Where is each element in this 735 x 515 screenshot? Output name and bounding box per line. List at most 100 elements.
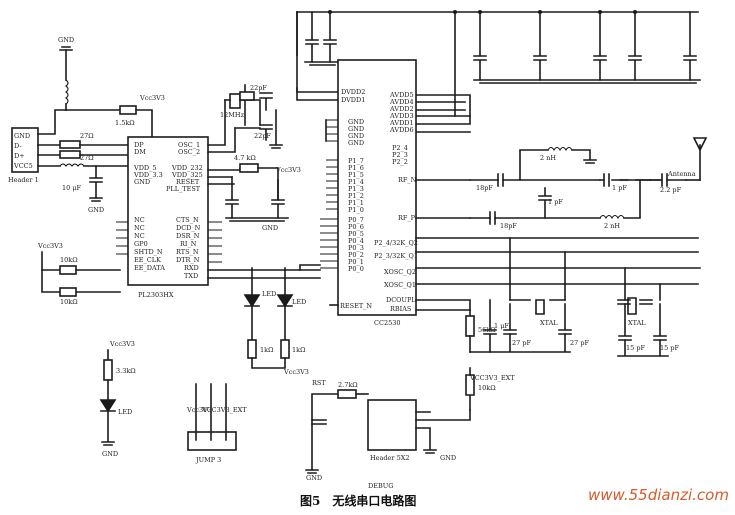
cc-l-16: P0_3 bbox=[348, 244, 364, 252]
c-15p-label-1: 15 pF bbox=[626, 344, 645, 352]
cc-r-8: P2_3/32K_Q1 bbox=[374, 252, 418, 260]
pl-left-5: GND bbox=[134, 178, 150, 186]
pl2303-name: PL2303HX bbox=[138, 291, 174, 299]
cc-l-7: P1_4 bbox=[348, 178, 364, 186]
header1-pin-dm: D- bbox=[14, 142, 22, 150]
vcc-ext-label: VCC3V3_EXT bbox=[469, 374, 515, 382]
pl-right-9: DCD_N bbox=[176, 224, 201, 232]
r-27a-label: 27Ω bbox=[80, 132, 94, 140]
pl2303-chip: DP DM VDD_5 VDD_3.3 GND NC NC NC GP0 SHT… bbox=[116, 136, 222, 299]
cc-r-10: XOSC_Q1 bbox=[384, 281, 416, 289]
usb-gnd: GND Vcc3V3 1.5kΩ bbox=[58, 36, 165, 143]
cc-l-18: P0_1 bbox=[348, 258, 364, 266]
r-33k-label: 3.3kΩ bbox=[116, 367, 136, 375]
pl-right-6: PLL_TEST bbox=[166, 185, 201, 193]
power-led: Vcc3V3 3.3kΩ LED GND bbox=[99, 340, 136, 458]
pl-left-0: DP bbox=[134, 141, 144, 149]
c-18p-label: 18pF bbox=[476, 184, 493, 192]
cc-l-19: P0_0 bbox=[348, 265, 364, 273]
gnd-label-pl: GND bbox=[262, 224, 278, 232]
pl-right-1: OSC_2 bbox=[178, 148, 200, 156]
cc-rt-5: AVDD6 bbox=[389, 126, 414, 134]
cc-l-10: P1_1 bbox=[348, 199, 364, 207]
cc-l-17: P0_2 bbox=[348, 251, 364, 259]
c-2p2-label: 2.2 pF bbox=[660, 186, 682, 194]
cc-rt-1: AVDD4 bbox=[389, 98, 414, 106]
c-15p-label-2: 15 pF bbox=[660, 344, 679, 352]
cc-l-6: P1_5 bbox=[348, 171, 364, 179]
pl-right-11: RI_N bbox=[180, 240, 197, 248]
pl-right-15: TXD bbox=[184, 272, 198, 280]
vcc-label-1: Vcc3V3 bbox=[139, 94, 165, 102]
cc-rt-2: AVDD2 bbox=[389, 105, 414, 113]
r-4k7-label: 4.7 kΩ bbox=[234, 154, 256, 162]
xtal-label-1: XTAL bbox=[540, 319, 558, 327]
cc-l-11: P1_0 bbox=[348, 206, 364, 214]
debug-header-label: Header 5X2 bbox=[370, 454, 409, 462]
cc-r-5: RF_N bbox=[398, 176, 417, 184]
r-10k-label-3: 10kΩ bbox=[478, 384, 496, 392]
pl-left-9: NC bbox=[134, 232, 145, 240]
cc-l-9: P1_2 bbox=[348, 192, 364, 200]
c-18p-label-2: 18pF bbox=[500, 222, 517, 230]
pl-left-4: VDD_3.3 bbox=[133, 171, 163, 179]
cc-l-15: P0_4 bbox=[348, 237, 364, 245]
l-2n-label-2: 2 nH bbox=[604, 222, 620, 230]
crystal-network: XTAL 15 pF 15 pF XTAL 27 pF 27 pF 1 μF 5… bbox=[415, 237, 701, 357]
status-leds: LED LED 1kΩ 1kΩ Vcc3V3 bbox=[243, 267, 309, 376]
pl-right-5: RESET bbox=[176, 178, 200, 186]
pl-left-11: SHTD_N bbox=[134, 248, 163, 256]
cc-r-7: P2_4/32K_Q2 bbox=[374, 239, 418, 247]
l-2n-label-1: 2 nH bbox=[540, 154, 556, 162]
cc2530-chip: DVDD2 DVDD1 AVDD5 AVDD4 AVDD2 AVDD3 AVDD… bbox=[320, 59, 418, 327]
pl-left-10: GP0 bbox=[134, 240, 148, 248]
header1-pin-vcc: VCC5 bbox=[13, 162, 33, 170]
pl-right-4: VDD_325 bbox=[171, 171, 203, 179]
cc-l-12: P0_7 bbox=[348, 216, 364, 224]
gnd-top-label: GND bbox=[58, 36, 74, 44]
pl-right-8: CTS_N bbox=[176, 216, 199, 224]
vcc-label-3: Vcc3V3 bbox=[37, 242, 63, 250]
cc-r-9: XOSC_Q2 bbox=[384, 268, 416, 276]
pl-right-3: VDD_232 bbox=[171, 164, 203, 172]
jumper: JUMP 3 Vcc3V3 VCC3V3_EXT bbox=[186, 383, 247, 464]
vcc-label-4: Vcc3V3 bbox=[283, 368, 309, 376]
c-1p-label-2: 1 pF bbox=[548, 198, 563, 206]
pl-right-13: DTR_N bbox=[176, 256, 200, 264]
cc2530-name: CC2530 bbox=[374, 319, 401, 327]
power-rail bbox=[296, 10, 701, 133]
rst-label: RST bbox=[312, 379, 326, 387]
xtal-label-2: XTAL bbox=[628, 319, 646, 327]
header1-pin-dp: D+ bbox=[14, 152, 25, 160]
cc-r-1: P2_3 bbox=[392, 151, 408, 159]
led-label-2: LED bbox=[292, 298, 306, 306]
c-22p-label-2: 22pF bbox=[254, 132, 271, 140]
gnd-label-led: GND bbox=[102, 450, 118, 458]
cc-r-12: RBIAS bbox=[390, 305, 411, 313]
r-56k-label: 56kΩ bbox=[478, 326, 496, 334]
gnd-label-debug: GND bbox=[440, 454, 456, 462]
pl-left-8: NC bbox=[134, 224, 145, 232]
r-2k7-label: 2.7kΩ bbox=[338, 381, 358, 389]
cc-l-4: P1_7 bbox=[348, 157, 364, 165]
c-1p-label-1: 1 pF bbox=[612, 184, 627, 192]
debug-label: DEBUG bbox=[368, 482, 393, 490]
r-1k-label-2: 1kΩ bbox=[292, 346, 305, 354]
led-label-3: LED bbox=[118, 408, 132, 416]
jump-vcc-ext: VCC3V3_EXT bbox=[201, 406, 247, 414]
pl-right-12: RTS_N bbox=[176, 248, 199, 256]
vcc-label-5: Vcc3V3 bbox=[109, 340, 135, 348]
cc-r-0: P2_4 bbox=[392, 144, 408, 152]
usb-series-resistors: 27Ω 27Ω 10 μF GND bbox=[59, 132, 129, 214]
pl-left-3: VDD_5 bbox=[133, 164, 157, 172]
xtal-12m-label: 12MHz bbox=[220, 111, 245, 119]
c-10u-label: 10 μF bbox=[62, 184, 82, 192]
jumper-label: JUMP 3 bbox=[195, 456, 221, 464]
antenna-label: Antenna bbox=[667, 170, 696, 178]
cc-top-1: DVDD1 bbox=[341, 96, 365, 104]
vcc-label-2: Vcc3V3 bbox=[275, 166, 301, 174]
pl2303-power-net: Vcc3V3 4.7 kΩ GND bbox=[207, 154, 301, 232]
r-27b-label: 27Ω bbox=[80, 154, 94, 162]
cc-l-1: GND bbox=[348, 125, 364, 133]
